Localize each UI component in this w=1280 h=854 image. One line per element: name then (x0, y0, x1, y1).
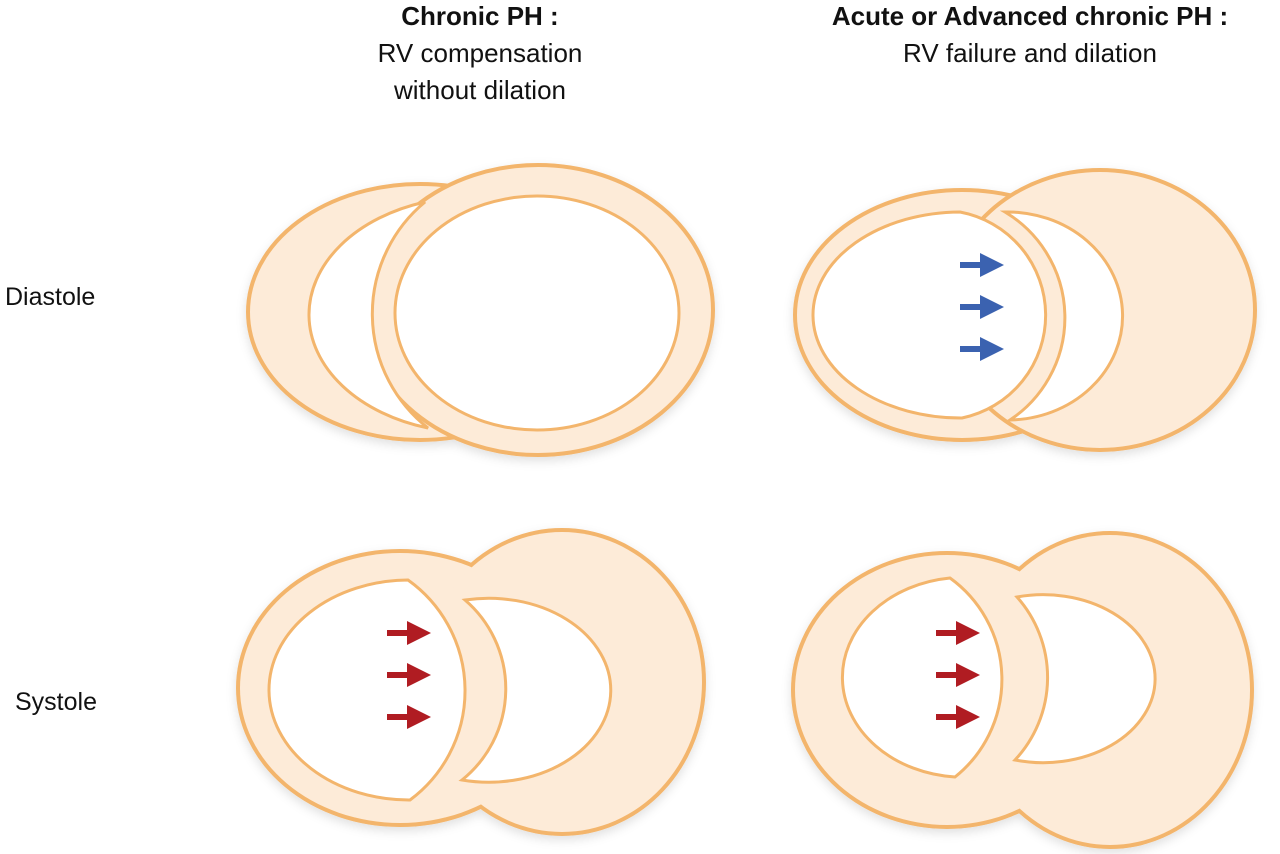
column-title-acute: Acute or Advanced chronic PH : RV failur… (770, 0, 1280, 72)
heart-chronic-diastole (246, 163, 715, 457)
row-label-diastole: Diastole (5, 283, 96, 311)
row-label-systole: Systole (15, 688, 97, 716)
column-heading: Acute or Advanced chronic PH : (831, 1, 1229, 31)
lv-cavity (458, 596, 613, 784)
lv-cavity (1012, 593, 1157, 765)
column-subheading: RV compensation (377, 38, 583, 68)
column-title-chronic: Chronic PH : RV compensation without dil… (220, 0, 740, 109)
heart-acute-diastole (793, 168, 1257, 452)
rv-cavity (307, 200, 429, 430)
column-subheading: RV failure and dilation (903, 38, 1157, 68)
column-subheading: without dilation (394, 75, 566, 105)
column-heading: Chronic PH : (401, 1, 559, 31)
heart-chronic-systole (236, 528, 706, 836)
contraction-arrows (387, 621, 431, 729)
contraction-arrows (936, 621, 980, 729)
lv-cavity (999, 210, 1125, 422)
lv-cavity (393, 194, 681, 432)
heart-acute-systole (791, 531, 1254, 849)
septal-shift-arrows (960, 253, 1004, 361)
